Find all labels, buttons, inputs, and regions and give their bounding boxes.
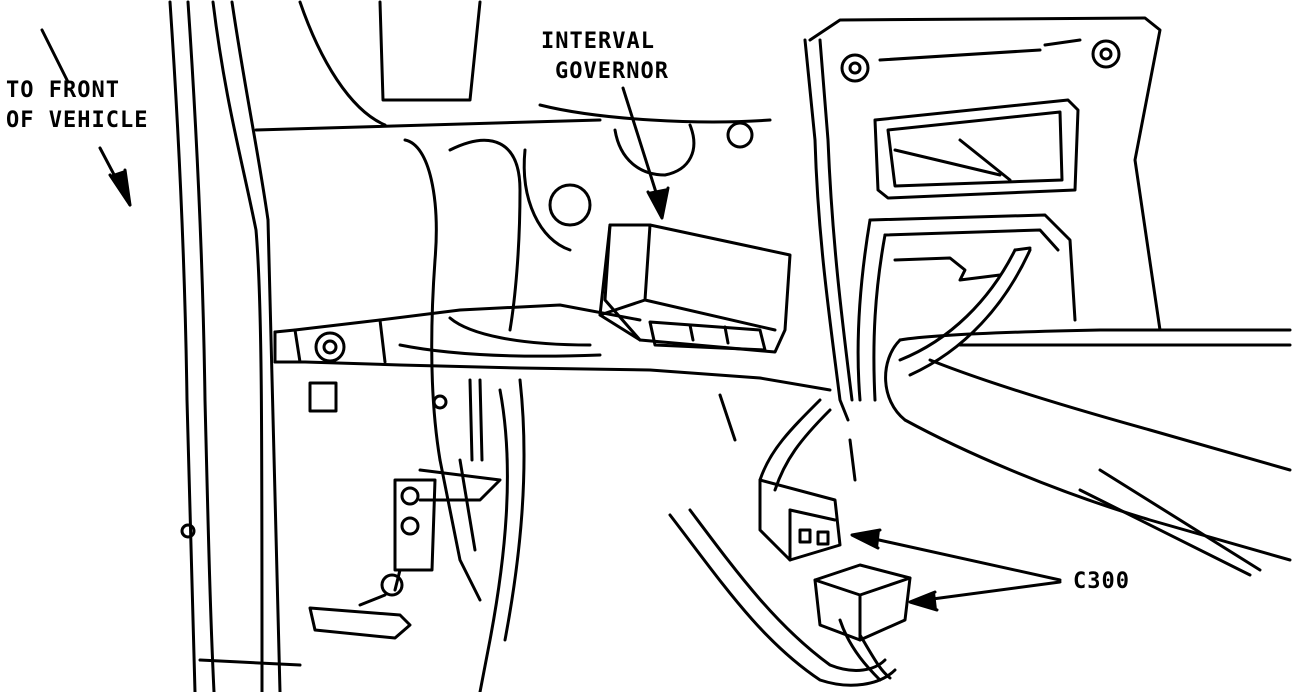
- c300-label: C300: [1073, 569, 1130, 594]
- front-direction-label: TO FRONT: [6, 78, 120, 103]
- pedal-support-bracket: [273, 303, 832, 392]
- c300-connector-upper: [758, 478, 842, 562]
- interval-governor-label-line2: GOVERNOR: [555, 59, 669, 84]
- pedal-lever: [308, 478, 437, 640]
- dash-upper-panel: [298, 0, 772, 252]
- floor-line: [198, 658, 302, 667]
- interval-governor-module: [598, 223, 792, 354]
- a-pillar-panel: [168, 0, 602, 692]
- interval-governor-arrow: [621, 86, 670, 220]
- wiring-harness-upper: [898, 246, 1032, 377]
- front-direction-label-line2: OF VEHICLE: [6, 108, 149, 133]
- brake-pedal-arm: [403, 138, 526, 692]
- front-direction-arrow: [40, 28, 132, 207]
- bracket-clip: [308, 381, 338, 413]
- interval-governor-label: INTERVAL: [541, 29, 655, 54]
- steering-column: [884, 328, 1292, 577]
- c300-arrows: [850, 528, 1062, 612]
- c300-connector-lower: [813, 563, 912, 682]
- connector-harness: [718, 393, 857, 492]
- steering-column-bracket: [803, 16, 1162, 422]
- wiring-harness-lower: [668, 508, 897, 687]
